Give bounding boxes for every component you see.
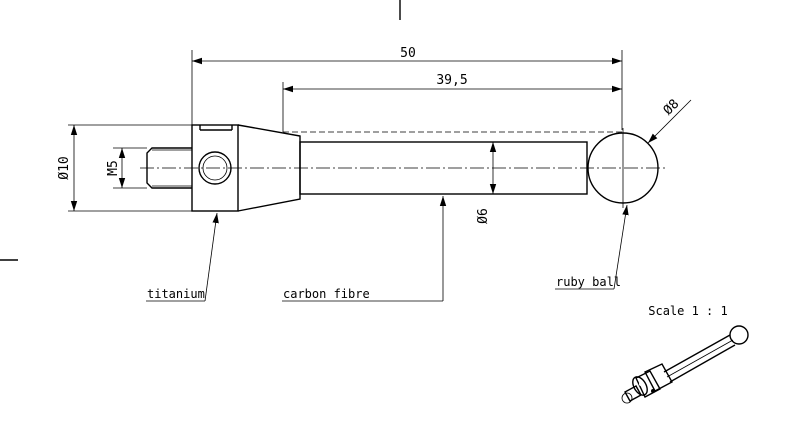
titanium-body [191,124,239,212]
leader-carbon-fibre [282,196,447,302]
label-titanium: titanium [147,287,205,301]
dim-shaft-length: 39,5 [436,73,467,88]
thread-section [146,147,192,189]
dim-thread: M5 [106,160,121,176]
carbon-fibre-shaft [299,141,588,195]
dim-ball-diameter: Ø8 [661,97,683,119]
ruby-ball [587,128,659,208]
dim-overall-length: 50 [400,46,416,61]
dim-ball-diameter-line [647,99,692,144]
leader-ruby-ball [555,204,629,290]
label-carbon-fibre: carbon fibre [283,287,370,301]
label-ruby-ball: ruby ball [556,275,621,289]
dim-body-diameter: Ø10 [57,156,72,179]
dim-shaft-diameter: Ø6 [476,208,491,224]
scale-label: Scale 1 : 1 [648,304,727,318]
isometric-preview [621,325,749,404]
leader-titanium [146,212,219,302]
